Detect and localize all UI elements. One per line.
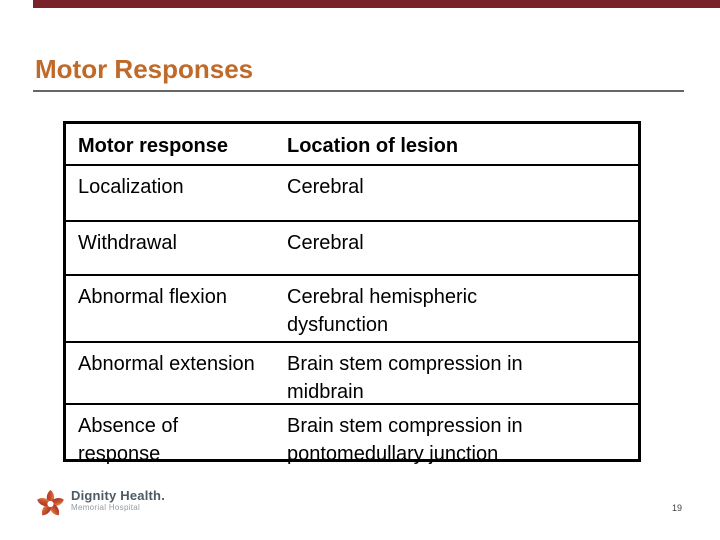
header-cell-motor-response: Motor response — [78, 135, 229, 157]
table-cell: Cerebral — [287, 176, 364, 198]
table-row: Localization Cerebral — [66, 164, 638, 220]
table-cell: Brain stem compression in pontomedullary… — [287, 415, 523, 465]
page-title: Motor Responses — [35, 54, 254, 84]
table-row: Withdrawal Cerebral — [66, 220, 638, 274]
page-number: 19 — [671, 503, 682, 513]
table-cell: Localization — [78, 176, 184, 198]
table-cell: Cerebral hemispheric dysfunction — [287, 286, 478, 336]
table-cell: Cerebral — [287, 232, 364, 254]
table-row: Abnormal flexion Cerebral hemispheric dy… — [66, 274, 638, 341]
table-cell: Withdrawal — [78, 232, 177, 254]
top-accent-bar — [33, 0, 720, 8]
dignity-health-flower-icon — [37, 490, 64, 516]
hospital-name: Memorial Hospital — [71, 503, 141, 512]
table-cell: Abnormal flexion — [78, 286, 227, 308]
motor-response-table: Motor response Location of lesion Locali… — [63, 121, 641, 465]
title-underline — [33, 90, 684, 92]
table-row: Abnormal extension Brain stem compressio… — [66, 341, 638, 403]
table-cell: Brain stem compression in midbrain — [287, 353, 523, 403]
logo-text-block: Dignity Health. Memorial Hospital — [71, 488, 165, 513]
table-header-row: Motor response Location of lesion — [66, 124, 638, 164]
table-cell: Absence of response — [78, 415, 179, 465]
table-row: Absence of response Brain stem compressi… — [66, 403, 638, 468]
logo-wordmark: Dignity Health. — [71, 488, 166, 503]
header-cell-location-of-lesion: Location of lesion — [287, 135, 459, 157]
table-cell: Abnormal extension — [78, 353, 255, 375]
dignity-health-logo: Dignity Health. Memorial Hospital — [36, 488, 165, 518]
